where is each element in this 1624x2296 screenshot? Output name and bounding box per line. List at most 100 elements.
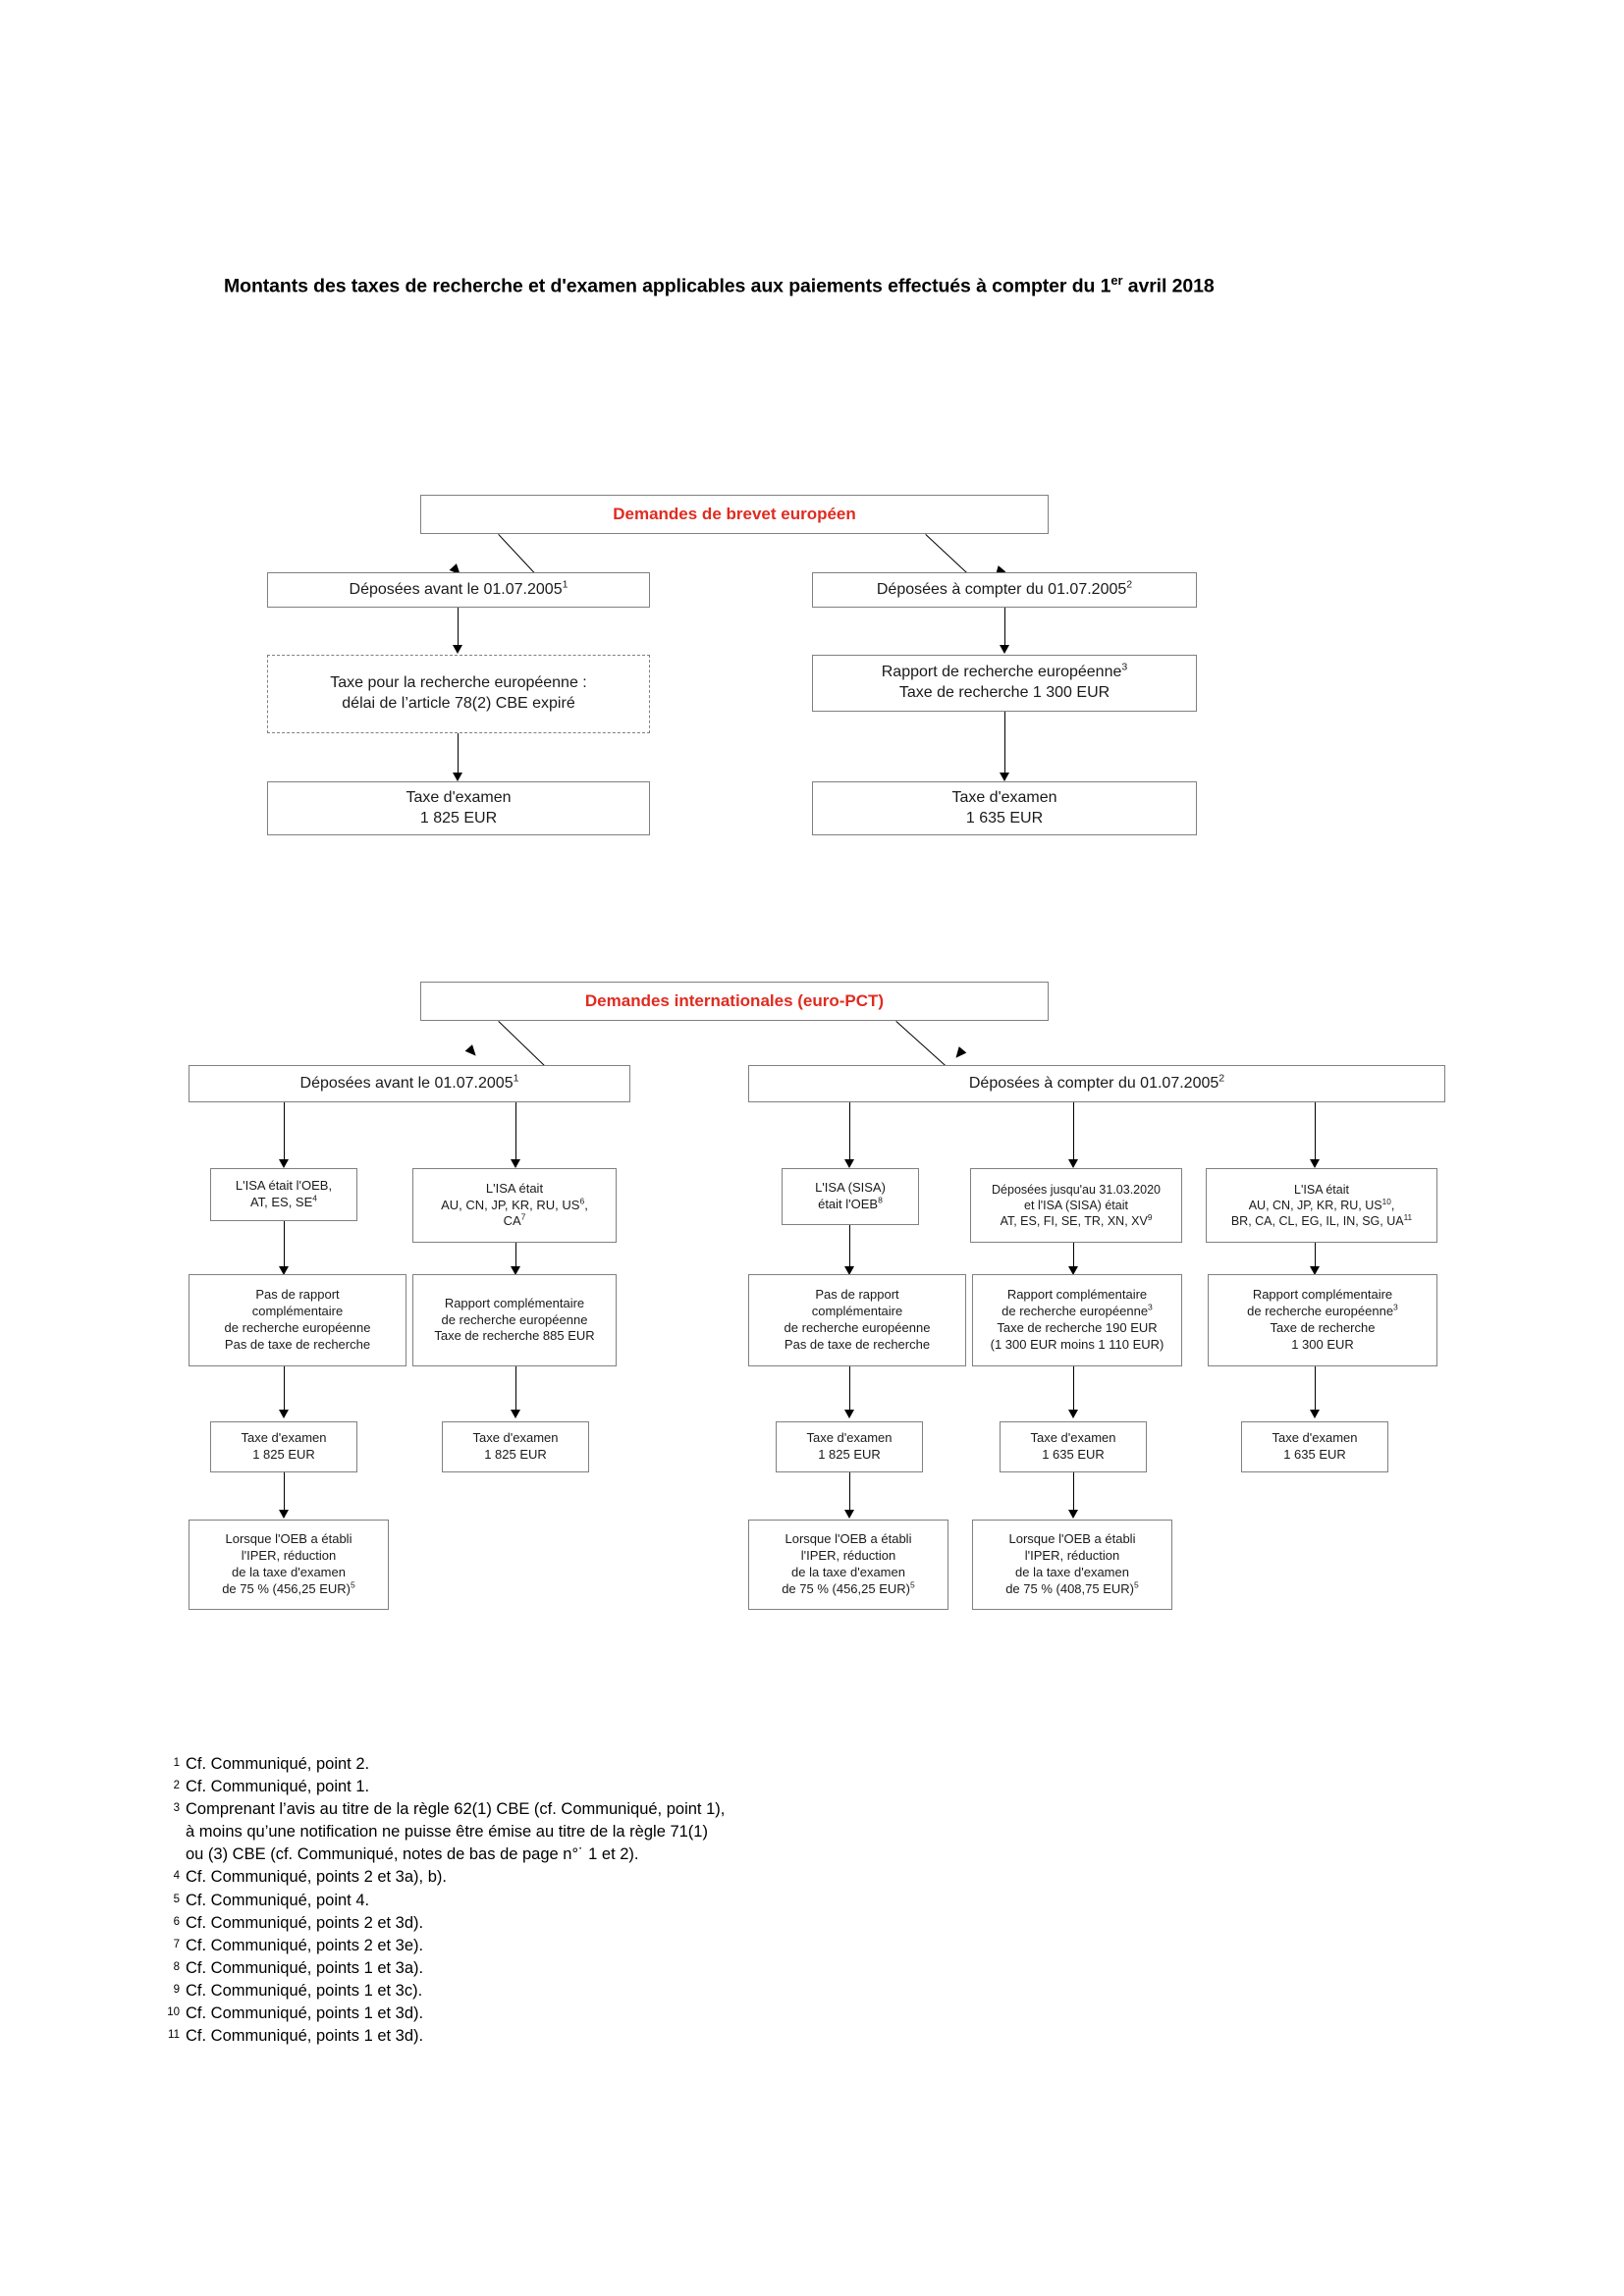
pct-col2-arrow-1 bbox=[511, 1159, 520, 1168]
pct-col4-arrow-4 bbox=[1068, 1510, 1078, 1519]
footnote-line: Cf. Communiqué, points 1 et 3a). bbox=[186, 1958, 424, 1977]
ep-section-header-box: Demandes de brevet européen bbox=[420, 495, 1049, 534]
pct-col4-iper-line4: de 75 % (408,75 EUR)5 bbox=[973, 1579, 1171, 1598]
ep-right-level1-text: Déposées à compter du 01.07.2005 bbox=[876, 580, 1127, 598]
pct-col4-exam-line1: Taxe d'examen bbox=[1030, 1430, 1116, 1446]
pct-col4-iper-box: Lorsque l'OEB a établi l'IPER, réduction… bbox=[972, 1520, 1172, 1610]
ep-left-arrow-1 bbox=[453, 645, 462, 654]
pct-col2-connector-3 bbox=[515, 1366, 516, 1414]
ep-right-level1-label: Déposées à compter du 01.07.20052 bbox=[813, 578, 1196, 601]
footnote-line: Cf. Communiqué, points 1 et 3c). bbox=[186, 1981, 423, 2000]
pct-col5-report-line2-text: de recherche européenne bbox=[1247, 1304, 1394, 1319]
pct-col1-report-box: Pas de rapport complémentaire de recherc… bbox=[189, 1274, 406, 1366]
pct-col1-exam-box: Taxe d'examen 1 825 EUR bbox=[210, 1421, 357, 1472]
footnote-text: Cf. Communiqué, points 1 et 3d). bbox=[186, 2002, 1232, 2025]
pct-left-group-level1-footnote-ref: 1 bbox=[513, 1072, 519, 1085]
footnote-item: 5 Cf. Communiqué, point 4. bbox=[152, 1890, 1232, 1912]
footnote-line: Cf. Communiqué, point 1. bbox=[186, 1778, 370, 1796]
footnote-text: Cf. Communiqué, points 2 et 3d). bbox=[186, 1912, 1232, 1935]
footnote-line: ou (3) CBE (cf. Communiqué, notes de bas… bbox=[186, 1845, 639, 1864]
pct-col3-isa-footnote-ref: 8 bbox=[878, 1195, 883, 1205]
footnote-line: Cf. Communiqué, points 2 et 3d). bbox=[186, 1913, 424, 1932]
pct-col1-connector-4 bbox=[284, 1472, 285, 1514]
pct-connector-right-diagonal bbox=[895, 1021, 952, 1072]
ep-right-level3-line2: 1 635 EUR bbox=[965, 809, 1044, 827]
pct-col3-iper-line3: de la taxe d'examen bbox=[791, 1565, 905, 1579]
pct-col5-exam-line1: Taxe d'examen bbox=[1272, 1430, 1358, 1446]
pct-col5-isa-footnote-ref-11: 11 bbox=[1403, 1212, 1413, 1222]
ep-left-level3-line1: Taxe d'examen bbox=[406, 788, 512, 806]
footnote-line: Cf. Communiqué, points 1 et 3d). bbox=[186, 2027, 424, 2046]
pct-col1-iper-footnote-ref: 5 bbox=[351, 1579, 355, 1590]
pct-col1-iper-line2: l'IPER, réduction bbox=[241, 1548, 337, 1564]
pct-col3-report-box: Pas de rapport complémentaire de recherc… bbox=[748, 1274, 966, 1366]
footnote-line: Cf. Communiqué, point 4. bbox=[186, 1891, 370, 1909]
pct-col5-exam-line2: 1 635 EUR bbox=[1283, 1447, 1346, 1462]
pct-col2-report-line2: de recherche européenne bbox=[441, 1311, 588, 1327]
pct-col2-isa-line3-text: CA bbox=[503, 1213, 521, 1229]
pct-col1-iper-line4: de 75 % (456,25 EUR)5 bbox=[189, 1579, 388, 1598]
footnote-line: Cf. Communiqué, point 2. bbox=[186, 1755, 370, 1773]
footnote-line: Cf. Communiqué, points 2 et 3a), b). bbox=[186, 1868, 447, 1887]
pct-col3-connector-3 bbox=[849, 1366, 850, 1414]
pct-col5-exam-box: Taxe d'examen 1 635 EUR bbox=[1241, 1421, 1388, 1472]
footnote-text: Comprenant l’avis au titre de la règle 6… bbox=[186, 1798, 1232, 1866]
pct-col4-iper-footnote-ref: 5 bbox=[1134, 1579, 1139, 1590]
footnote-number: 11 bbox=[168, 2029, 180, 2042]
pct-col4-connector-4 bbox=[1073, 1472, 1074, 1514]
footnote-number: 3 bbox=[173, 1802, 180, 1815]
pct-col1-connector-2 bbox=[284, 1221, 285, 1270]
footnote-text: Cf. Communiqué, points 2 et 3e). bbox=[186, 1935, 1232, 1957]
pct-col2-connector-1 bbox=[515, 1102, 516, 1163]
pct-col3-exam-box: Taxe d'examen 1 825 EUR bbox=[776, 1421, 923, 1472]
pct-col5-isa-footnote-ref-10: 10 bbox=[1381, 1197, 1391, 1206]
pct-col1-isa-line2: AT, ES, SE4 bbox=[211, 1194, 356, 1211]
pct-col2-isa-footnote-ref-6: 6 bbox=[579, 1196, 585, 1206]
ep-right-level2-box: Rapport de recherche européenne3 Taxe de… bbox=[812, 655, 1197, 712]
pct-col2-isa-line3: CA7 bbox=[413, 1213, 616, 1230]
ep-right-level1-footnote-ref: 2 bbox=[1126, 578, 1133, 591]
footnote-text: Cf. Communiqué, point 4. bbox=[186, 1890, 1232, 1912]
pct-col2-isa-line2-text: AU, CN, JP, KR, RU, US bbox=[441, 1197, 580, 1212]
pct-col4-connector-1 bbox=[1073, 1102, 1074, 1163]
footnote-line: Cf. Communiqué, points 2 et 3e). bbox=[186, 1936, 424, 1954]
footnote-item: 1 Cf. Communiqué, point 2. bbox=[152, 1753, 1232, 1776]
ep-left-level2-line2: délai de l’article 78(2) CBE expiré bbox=[342, 695, 575, 712]
pct-col2-exam-line2: 1 825 EUR bbox=[484, 1447, 547, 1462]
pct-col5-report-line1: Rapport complémentaire bbox=[1252, 1287, 1393, 1303]
pct-col3-isa-line1: L'ISA (SISA) bbox=[815, 1180, 886, 1196]
pct-col5-connector-3 bbox=[1315, 1366, 1316, 1414]
pct-col1-iper-box: Lorsque l'OEB a établi l'IPER, réduction… bbox=[189, 1520, 389, 1610]
pct-col1-exam-line1: Taxe d'examen bbox=[241, 1430, 327, 1446]
footnote-number: 5 bbox=[173, 1893, 180, 1905]
footnote-number: 1 bbox=[173, 1757, 180, 1769]
pct-col3-exam-line1: Taxe d'examen bbox=[806, 1430, 893, 1446]
pct-col5-connector-1 bbox=[1315, 1102, 1316, 1163]
pct-col4-iper-line4-text: de 75 % (408,75 EUR) bbox=[1005, 1580, 1134, 1596]
footnote-number: 7 bbox=[173, 1938, 180, 1950]
ep-left-level1-label: Déposées avant le 01.07.20051 bbox=[268, 579, 649, 601]
pct-left-group-level1-box: Déposées avant le 01.07.20051 bbox=[189, 1065, 630, 1102]
pct-col4-report-line3: Taxe de recherche 190 EUR bbox=[997, 1320, 1158, 1335]
pct-col3-isa-box: L'ISA (SISA) était l'OEB8 bbox=[782, 1168, 919, 1225]
pct-col1-arrow-4 bbox=[279, 1510, 289, 1519]
pct-col3-iper-line1: Lorsque l'OEB a établi bbox=[785, 1531, 912, 1547]
page-title: Montants des taxes de recherche et d'exa… bbox=[224, 273, 1402, 298]
pct-col2-isa-box: L'ISA était AU, CN, JP, KR, RU, US6, CA7 bbox=[412, 1168, 617, 1243]
pct-col5-arrow-3 bbox=[1310, 1410, 1320, 1418]
pct-col1-report-line1: Pas de rapport bbox=[255, 1287, 340, 1303]
pct-col3-report-line2: complémentaire bbox=[811, 1304, 903, 1319]
pct-section-header-label: Demandes internationales (euro-PCT) bbox=[584, 990, 885, 1010]
footnote-text: Cf. Communiqué, points 2 et 3a), b). bbox=[186, 1866, 1232, 1889]
pct-connector-left-arrowhead bbox=[464, 1044, 480, 1059]
footnote-text: Cf. Communiqué, point 1. bbox=[186, 1776, 1232, 1798]
pct-col4-isa-box: Déposées jusqu'au 31.03.2020 et l'ISA (S… bbox=[970, 1168, 1182, 1243]
pct-col4-iper-line1: Lorsque l'OEB a établi bbox=[1008, 1531, 1136, 1547]
pct-col1-exam-line2: 1 825 EUR bbox=[252, 1447, 315, 1462]
pct-col2-report-line1: Rapport complémentaire bbox=[444, 1295, 585, 1310]
pct-col1-connector-1 bbox=[284, 1102, 285, 1163]
